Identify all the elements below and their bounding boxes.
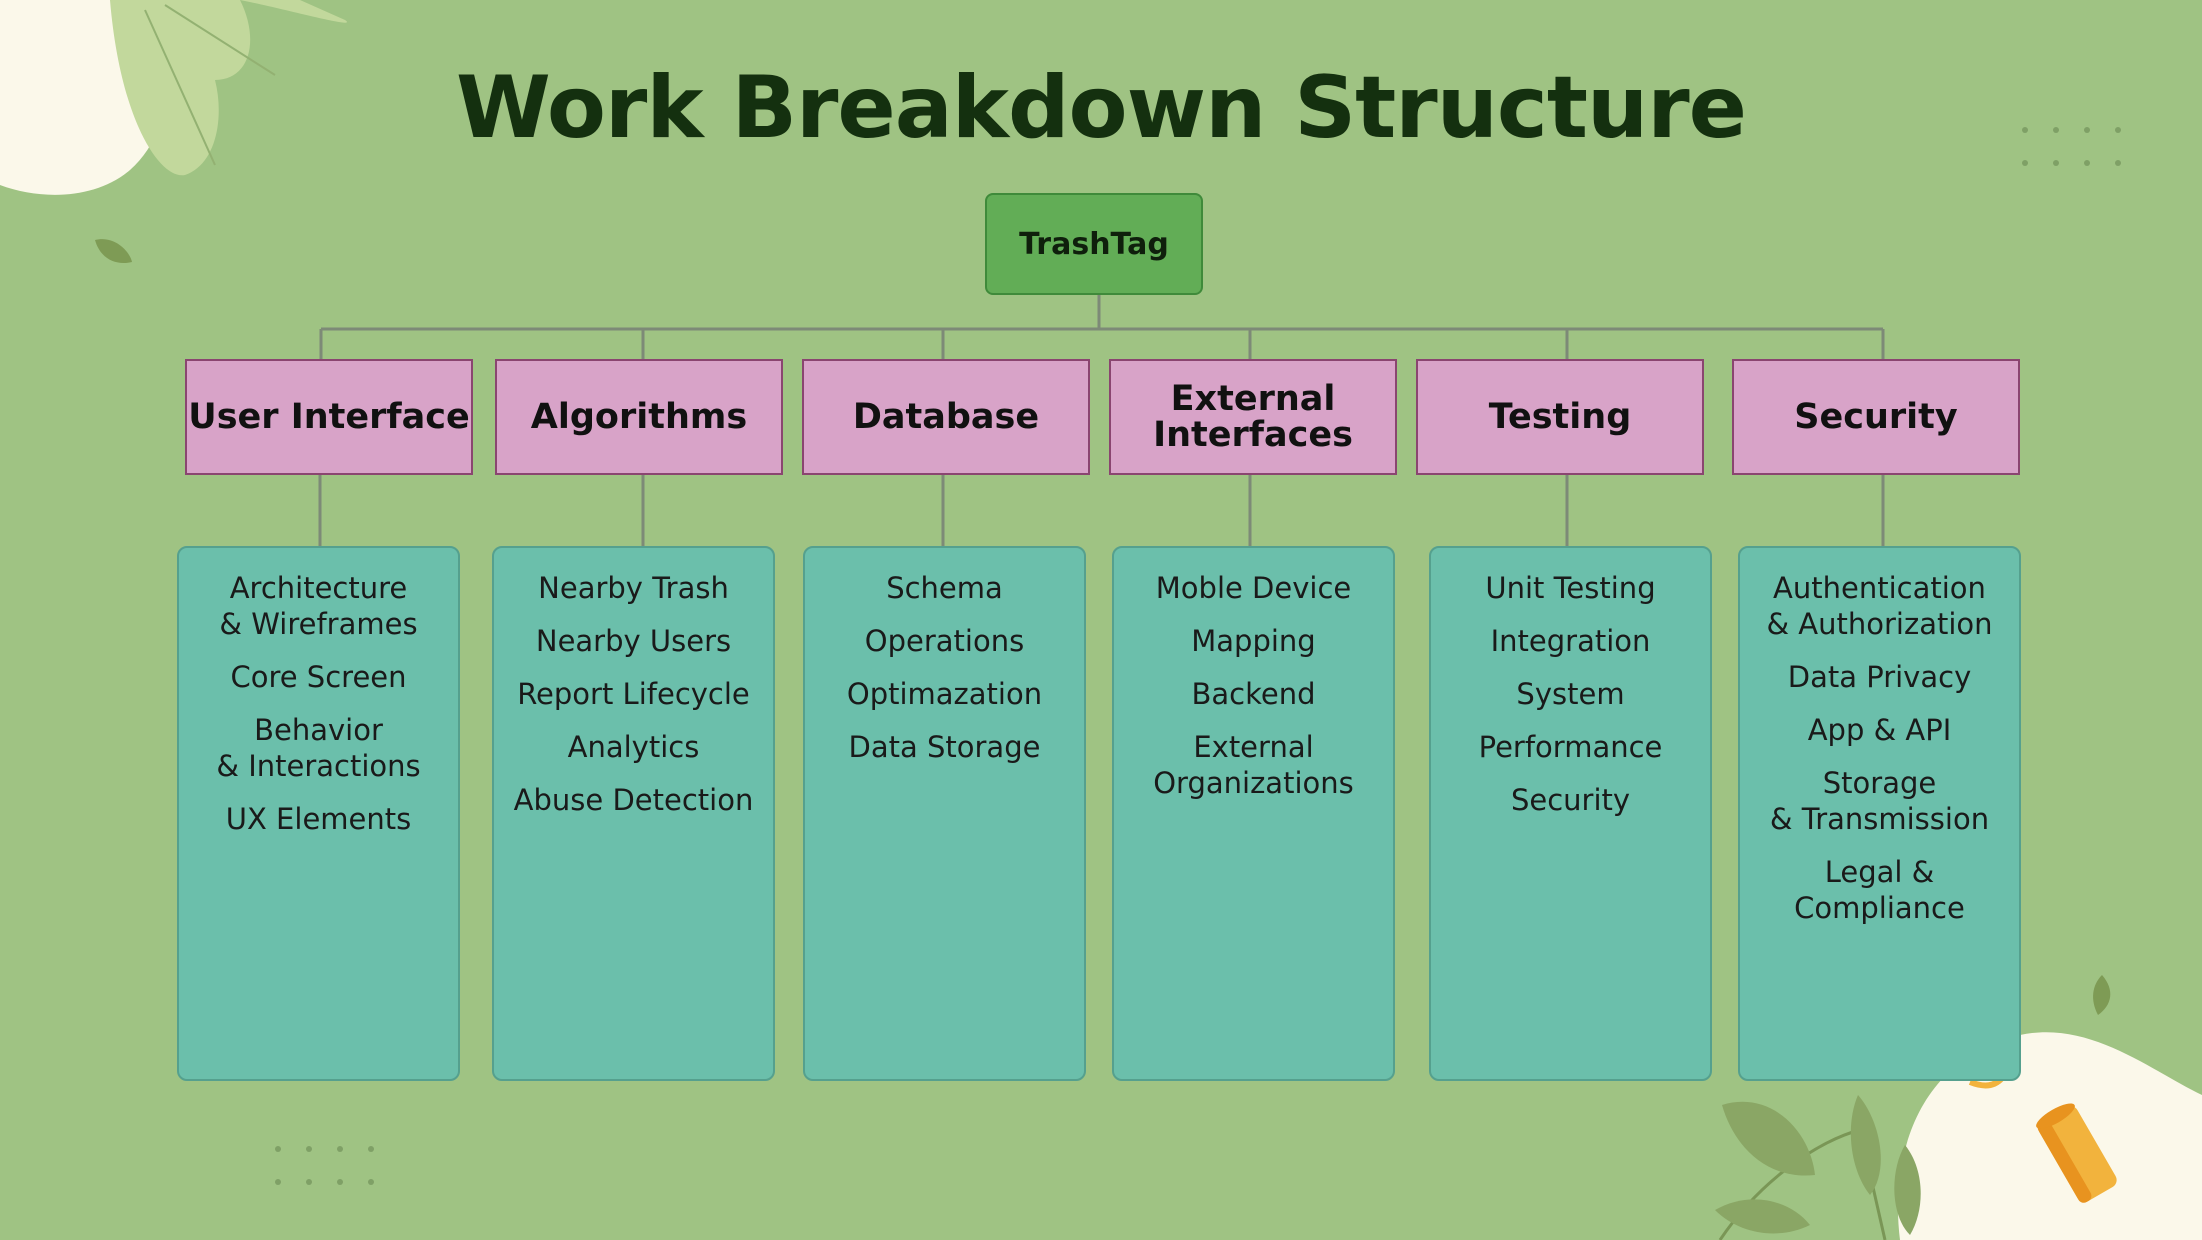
task-item: Nearby Trash xyxy=(538,571,729,605)
task-item: Optimazation xyxy=(846,677,1043,711)
task-item: Data Storage xyxy=(848,730,1041,764)
task-item: Operations xyxy=(864,624,1025,658)
category-node: Database xyxy=(802,359,1090,475)
root-node: TrashTag xyxy=(985,193,1203,295)
task-item: UX Elements xyxy=(225,802,412,836)
task-item: Nearby Users xyxy=(535,624,732,658)
dot-grid xyxy=(275,1146,374,1185)
task-item: Architecture & Wireframes xyxy=(219,571,418,641)
plant-icon xyxy=(1715,1095,1921,1240)
leaf-icon xyxy=(240,0,348,23)
task-item: Security xyxy=(1510,783,1631,817)
task-item: Core Screen xyxy=(230,660,407,694)
task-item: Legal & Compliance xyxy=(1794,855,1965,925)
leaf-icon xyxy=(2093,975,2111,1015)
task-item: Moble Device xyxy=(1155,571,1352,605)
task-item: Analytics xyxy=(567,730,700,764)
can-icon xyxy=(2036,1103,2117,1203)
task-item: Performance xyxy=(1478,730,1663,764)
task-item: App & API xyxy=(1807,713,1952,747)
task-item: Report Lifecycle xyxy=(517,677,750,711)
category-node: Testing xyxy=(1416,359,1704,475)
dot-grid xyxy=(2022,127,2121,166)
task-item: Abuse Detection xyxy=(513,783,754,817)
task-item: Storage & Transmission xyxy=(1769,766,1990,836)
task-item: Integration xyxy=(1490,624,1651,658)
task-item: Schema xyxy=(886,571,1003,605)
task-item: Data Privacy xyxy=(1787,660,1972,694)
category-node: Security xyxy=(1732,359,2020,475)
page-title: Work Breakdown Structure xyxy=(456,58,1747,158)
task-item: System xyxy=(1516,677,1625,711)
category-node: Algorithms xyxy=(495,359,783,475)
leaf-icon xyxy=(95,239,132,264)
task-item: External Organizations xyxy=(1153,730,1354,800)
category-node: External Interfaces xyxy=(1109,359,1397,475)
task-item: Backend xyxy=(1191,677,1316,711)
task-item: Unit Testing xyxy=(1485,571,1656,605)
task-item: Authentication & Authorization xyxy=(1766,571,1993,641)
task-item: Behavior & Interactions xyxy=(216,713,421,783)
task-item: Mapping xyxy=(1191,624,1316,658)
category-node: User Interface xyxy=(185,359,473,475)
